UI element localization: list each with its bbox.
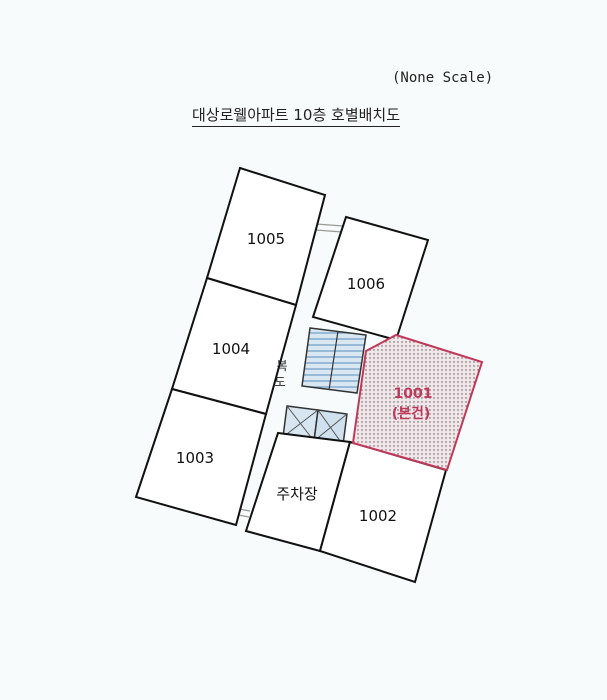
parking-label: 주차장 (276, 485, 318, 503)
stairwell-upper (301, 327, 367, 394)
unit-1001-note: (본건) (392, 405, 431, 422)
unit-1003-label: 1003 (176, 449, 214, 467)
unit-1001-label: 1001 (394, 386, 433, 402)
unit-1006-label: 1006 (347, 275, 385, 293)
unit-1003 (134, 387, 268, 527)
scale-note: (None Scale) (392, 70, 494, 86)
unit-1004-label: 1004 (212, 340, 250, 358)
corridor-label-top: 복 (276, 359, 287, 373)
unit-1002-label: 1002 (359, 507, 397, 525)
unit-1001-subject (351, 333, 484, 472)
corridor-label-bottom: 도 (274, 375, 285, 389)
unit-1005-label: 1005 (247, 230, 285, 248)
document-title: 대상로웰아파트 10층 호별배치도 (192, 104, 401, 127)
